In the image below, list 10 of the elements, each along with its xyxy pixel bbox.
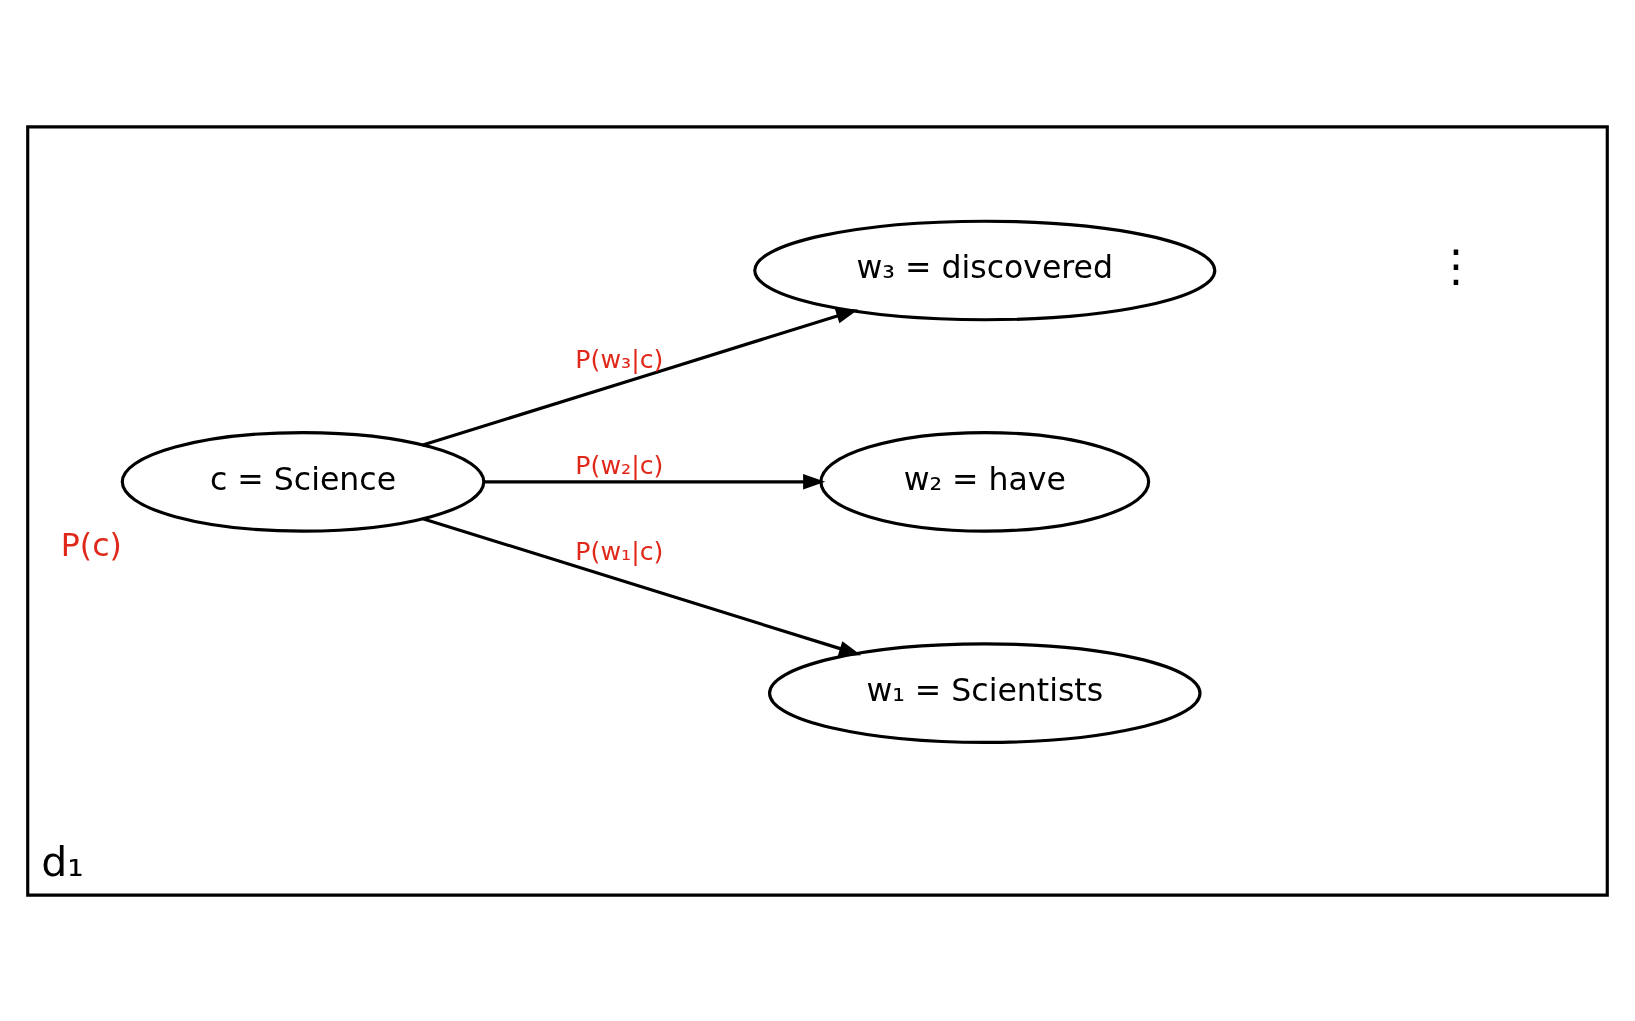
edge-label: P(w₁|c) [575, 536, 664, 566]
edge-label: P(w₃|c) [575, 344, 664, 374]
arrow [422, 308, 859, 446]
node-ellipse: c = Science [120, 430, 486, 533]
node-ellipse: w₂ = have [819, 430, 1151, 533]
label: ⋮ [1433, 239, 1478, 291]
arrow [422, 516, 862, 656]
edge-label: P(w₂|c) [575, 450, 664, 480]
node-label: P(c) [60, 526, 122, 563]
arrow [483, 473, 826, 490]
